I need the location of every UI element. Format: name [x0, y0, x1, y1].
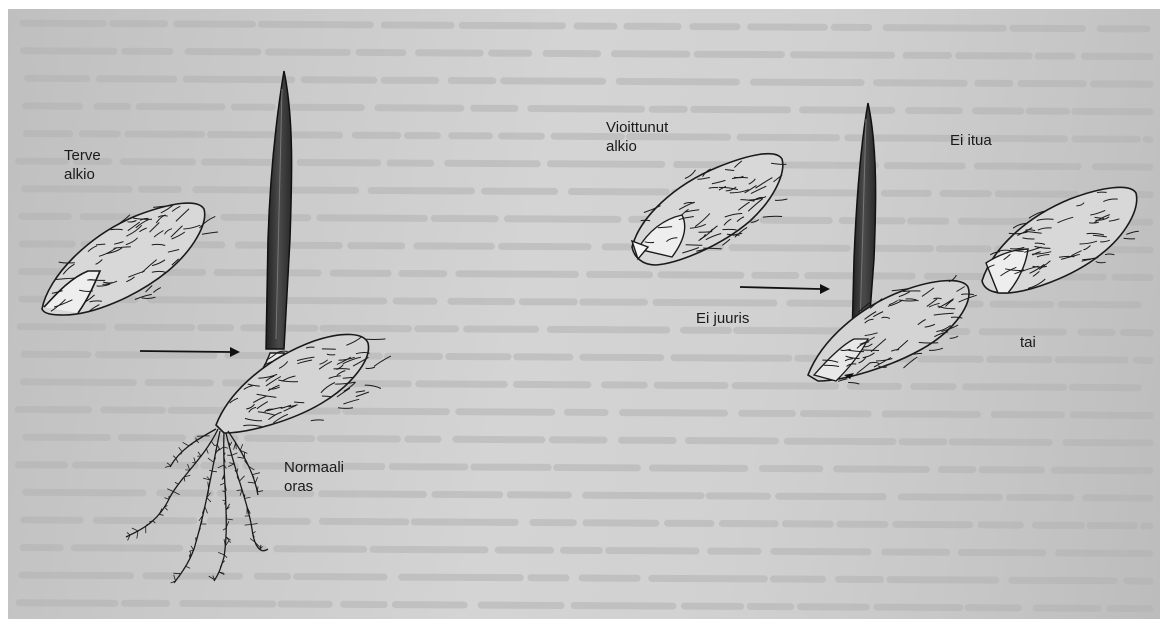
label-damaged-embryo: Vioittunut alkio [606, 118, 668, 156]
roots [126, 429, 268, 583]
label-line: oras [284, 477, 344, 496]
label-line: Ei itua [950, 131, 992, 150]
scanned-page: Terve alkio Normaali oras Vioittunut alk… [8, 9, 1160, 619]
no-sprout-seed [982, 187, 1139, 293]
arrow-normal [140, 347, 240, 357]
label-line: tai [1020, 333, 1036, 352]
label-line: alkio [64, 165, 101, 184]
damaged-seed [632, 154, 787, 265]
label-no-sprout: Ei itua [950, 131, 992, 150]
normal-sprout [126, 71, 391, 583]
label-line: Ei juuris [696, 309, 749, 328]
label-no-root: Ei juuris [696, 309, 749, 328]
label-healthy-embryo: Terve alkio [64, 146, 101, 184]
label-line: Terve [64, 146, 101, 165]
label-line: Normaali [284, 458, 344, 477]
label-line: Vioittunut [606, 118, 668, 137]
label-or: tai [1020, 333, 1036, 352]
seedling-diagram [8, 9, 1160, 619]
healthy-seed [42, 203, 218, 315]
label-normal-sprout: Normaali oras [284, 458, 344, 496]
arrow-rootless [740, 284, 830, 294]
label-line: alkio [606, 137, 668, 156]
